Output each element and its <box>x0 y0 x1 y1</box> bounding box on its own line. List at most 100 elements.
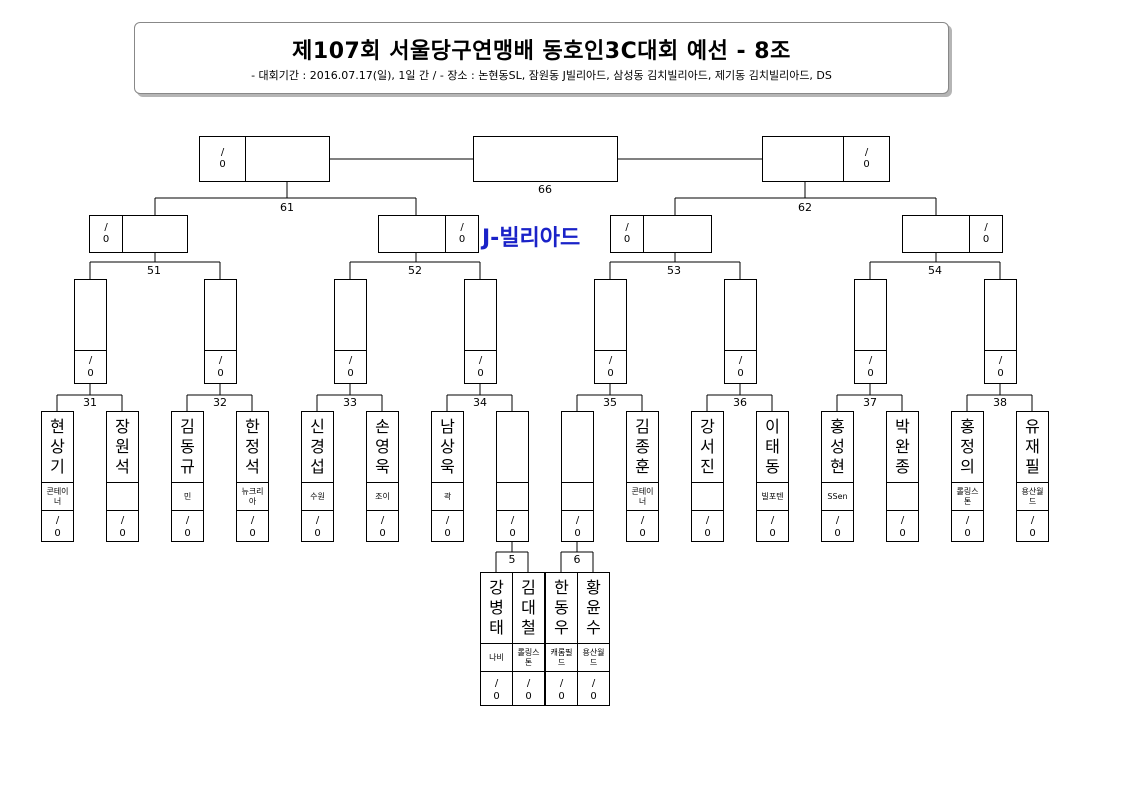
player-club <box>692 482 723 510</box>
player-club: 롤링스톤 <box>513 643 544 671</box>
player-club: 빌포텐 <box>757 482 788 510</box>
score-cell: / 0 <box>725 350 756 383</box>
quarter-slot: / 0 <box>464 279 497 384</box>
match-number: 36 <box>733 396 747 409</box>
player-score: / 0 <box>562 510 593 543</box>
quarter-slot: / 0 <box>74 279 107 384</box>
player-score: / 0 <box>757 510 788 543</box>
player-card: 장원석 / 0 <box>106 411 139 542</box>
venue-label: J-빌리아드 <box>482 226 581 251</box>
final-slot-right: / 0 <box>762 136 890 182</box>
score-cell: / 0 <box>595 350 626 383</box>
player-name: 황윤수 <box>586 578 601 637</box>
player-club: 곽 <box>432 482 463 510</box>
player-name: 김종훈 <box>635 417 650 476</box>
event-info: - 대회기간 : 2016.07.17(일), 1일 간 / - 장소 : 논현… <box>251 69 832 82</box>
player-score: / 0 <box>513 671 544 707</box>
player-card: 강서진/ 0 <box>691 411 724 542</box>
player-name: 신경섭 <box>310 417 325 476</box>
header-panel: 제107회 서울당구연맹배 동호인3C대회 예선 - 8조 - 대회기간 : 2… <box>134 22 949 94</box>
player-name: 손영욱 <box>375 417 390 476</box>
player-card: / 0 <box>496 411 529 542</box>
quarter-slot: / 0 <box>334 279 367 384</box>
score-cell: / 0 <box>465 350 496 383</box>
quarter-slot: / 0 <box>594 279 627 384</box>
match-number: 32 <box>213 396 227 409</box>
player-score: / 0 <box>367 510 398 543</box>
player-name: 한동우 <box>554 578 569 637</box>
match-number: 62 <box>798 201 812 214</box>
match-number: 66 <box>538 183 552 196</box>
player-score: / 0 <box>432 510 463 543</box>
player-name: 박완종 <box>895 417 910 476</box>
match-number: 37 <box>863 396 877 409</box>
match-number: 52 <box>408 264 422 277</box>
player-name: 김동규 <box>180 417 195 476</box>
score-cell: / 0 <box>855 350 886 383</box>
final-slot-left: / 0 <box>199 136 330 182</box>
match-number: 53 <box>667 264 681 277</box>
match-number: 54 <box>928 264 942 277</box>
player-name: 강병태 <box>489 578 504 637</box>
player-card: / 0 <box>561 411 594 542</box>
match-number: 51 <box>147 264 161 277</box>
semi-slot: / 0 <box>902 215 1003 253</box>
player-name: 이태동 <box>765 417 780 476</box>
player-score: / 0 <box>107 510 138 543</box>
player-score: / 0 <box>822 510 853 543</box>
player-score: / 0 <box>237 510 268 543</box>
player-score: / 0 <box>578 671 609 707</box>
quarter-slot: / 0 <box>854 279 887 384</box>
player-score: / 0 <box>172 510 203 543</box>
player-club: 캐롬필드 <box>546 643 577 671</box>
player-club: 롤링스톤 <box>952 482 983 510</box>
match-number: 38 <box>993 396 1007 409</box>
quarter-slot: / 0 <box>204 279 237 384</box>
score-cell: / 0 <box>205 350 236 383</box>
final-center-box <box>473 136 618 182</box>
semi-slot: / 0 <box>89 215 188 253</box>
player-name: 남상욱 <box>440 417 455 476</box>
player-club <box>887 482 918 510</box>
player-name: 현상기 <box>50 417 65 476</box>
score-cell: / 0 <box>75 350 106 383</box>
player-name: 유재필 <box>1025 417 1040 476</box>
player-name: 홍정의 <box>960 417 975 476</box>
player-score: / 0 <box>42 510 73 543</box>
match-number: 6 <box>573 553 581 566</box>
player-club <box>562 482 593 510</box>
score-cell: / 0 <box>445 216 478 252</box>
player-score: / 0 <box>952 510 983 543</box>
player-score: / 0 <box>497 510 528 543</box>
score-cell: / 0 <box>200 137 246 181</box>
player-name <box>497 412 528 482</box>
player-score: / 0 <box>692 510 723 543</box>
player-club: 나비 <box>481 643 512 671</box>
player-club: SSen <box>822 482 853 510</box>
quarter-slot: / 0 <box>984 279 1017 384</box>
score-cell: / 0 <box>969 216 1002 252</box>
score-cell: / 0 <box>985 350 1016 383</box>
player-name <box>562 412 593 482</box>
player-name: 김대철 <box>521 578 536 637</box>
player-name: 장원석 <box>115 417 130 476</box>
score-cell: / 0 <box>90 216 123 252</box>
player-card: 박완종/ 0 <box>886 411 919 542</box>
player-club: 콘테이너 <box>627 482 658 510</box>
match-number: 34 <box>473 396 487 409</box>
match-number: 33 <box>343 396 357 409</box>
score-cell: / 0 <box>611 216 644 252</box>
